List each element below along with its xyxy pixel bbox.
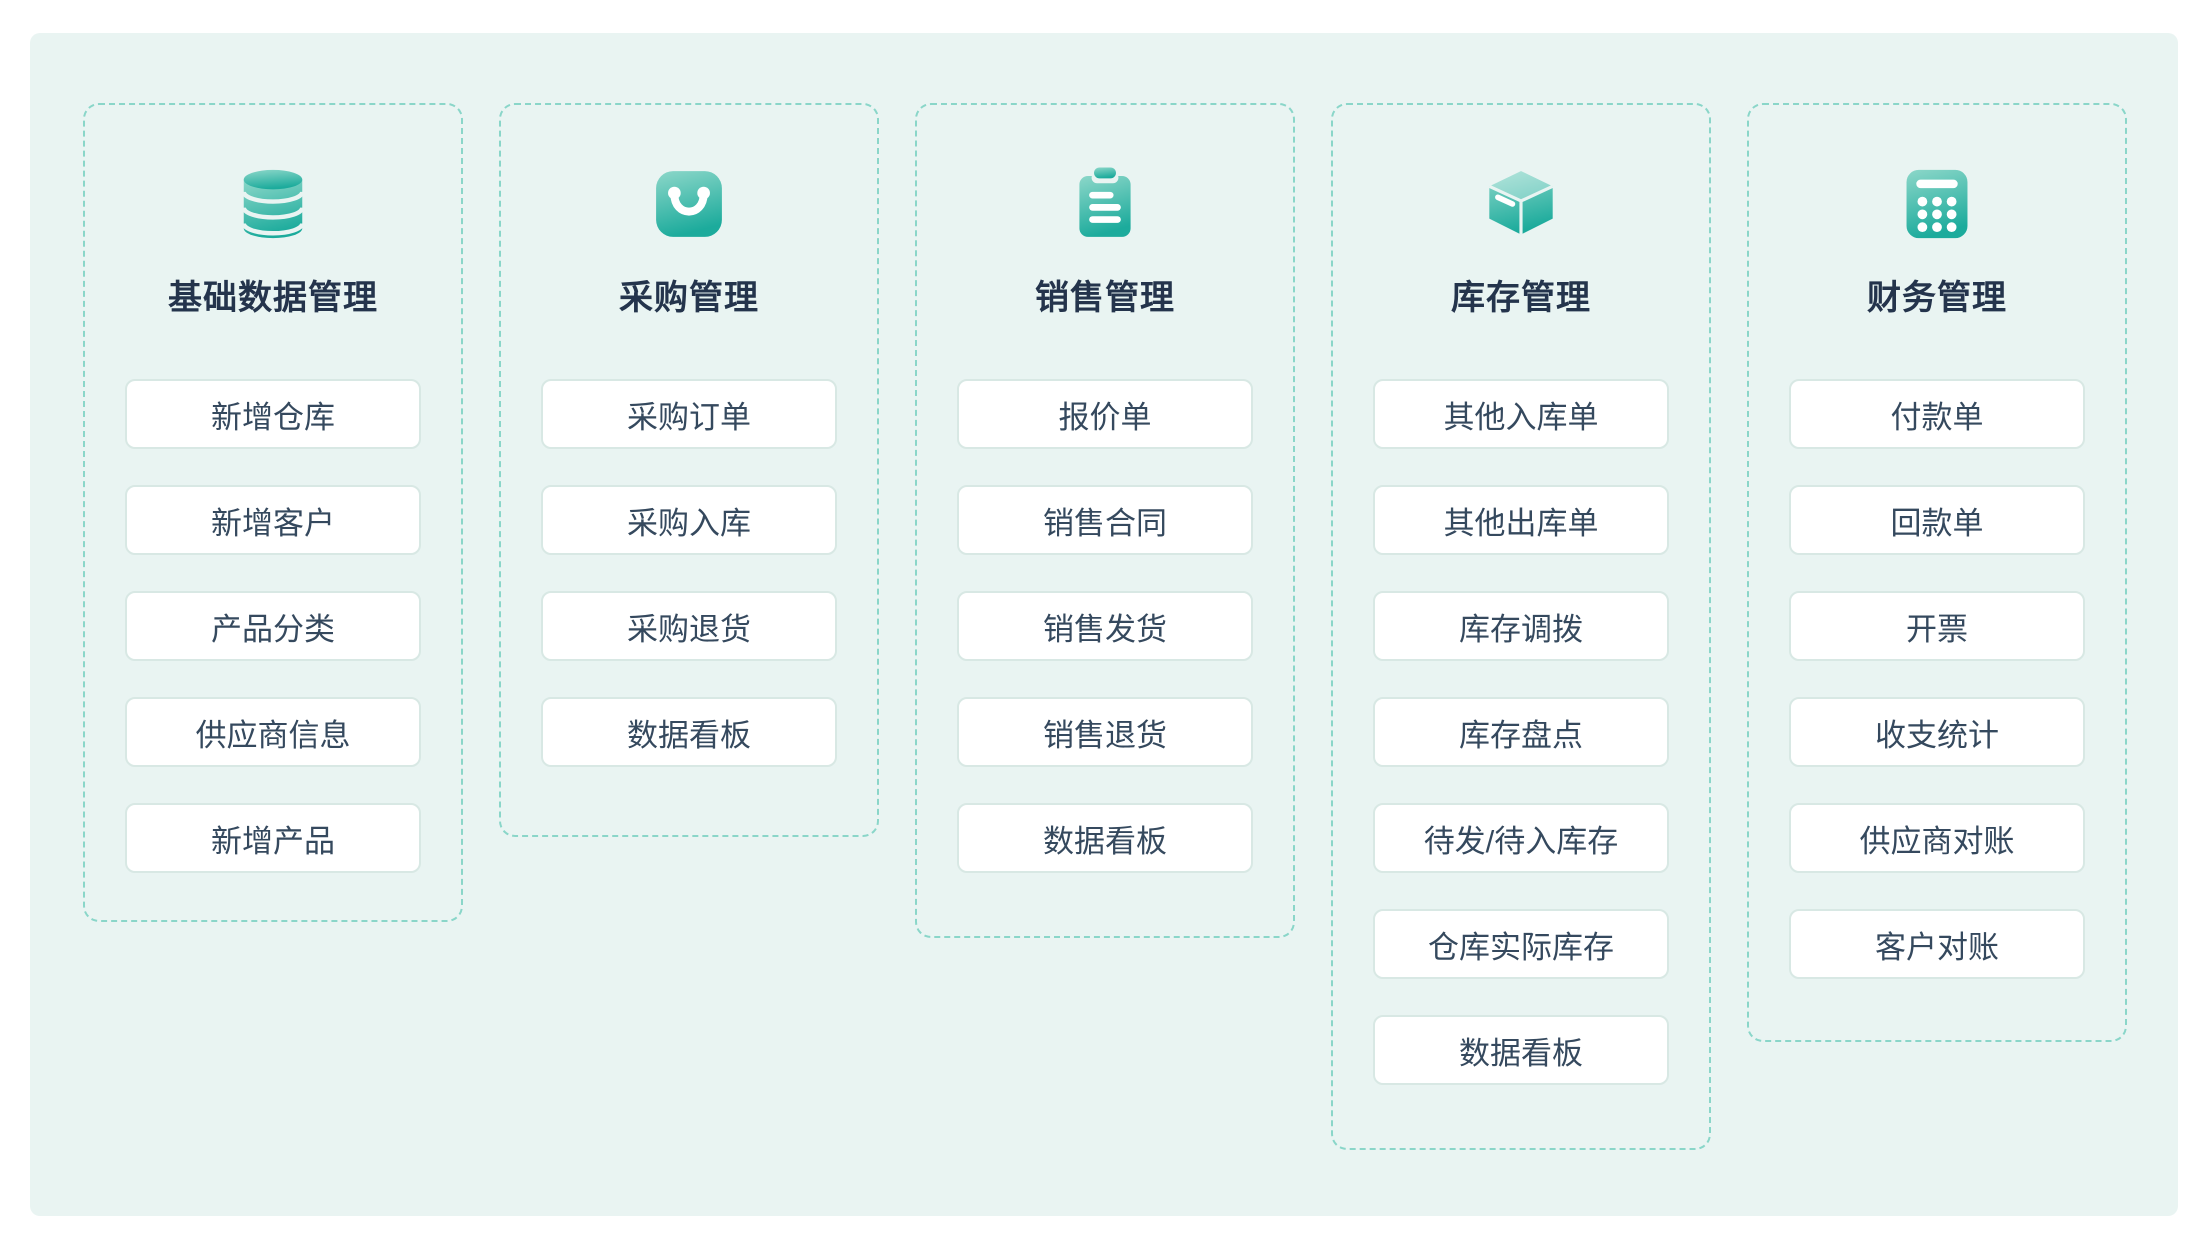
section-title: 销售管理 [1035,279,1175,317]
menu-item-button[interactable]: 采购退货 [541,591,837,661]
button-list: 其他入库单 其他出库单 库存调拨 库存盘点 待发/待入库存 仓库实际库存 数据看… [1373,379,1669,1085]
menu-item-button[interactable]: 回款单 [1789,485,2085,555]
button-list: 报价单 销售合同 销售发货 销售退货 数据看板 [957,379,1253,873]
menu-item-button[interactable]: 新增产品 [125,803,421,873]
menu-item-button[interactable]: 数据看板 [541,697,837,767]
menu-item-button[interactable]: 采购入库 [541,485,837,555]
menu-item-button[interactable]: 库存调拨 [1373,591,1669,661]
menu-item-button[interactable]: 数据看板 [957,803,1253,873]
menu-item-button[interactable]: 销售退货 [957,697,1253,767]
button-list: 采购订单 采购入库 采购退货 数据看板 [541,379,837,767]
section-title: 库存管理 [1451,279,1591,317]
menu-item-button[interactable]: 其他入库单 [1373,379,1669,449]
menu-item-button[interactable]: 库存盘点 [1373,697,1669,767]
section-sales: 销售管理 报价单 销售合同 销售发货 销售退货 数据看板 [915,103,1295,938]
menu-item-button[interactable]: 新增仓库 [125,379,421,449]
clipboard-icon [1066,165,1144,243]
menu-item-button[interactable]: 其他出库单 [1373,485,1669,555]
section-title: 财务管理 [1867,279,2007,317]
section-title: 采购管理 [619,279,759,317]
section-title: 基础数据管理 [168,279,378,317]
menu-item-button[interactable]: 仓库实际库存 [1373,909,1669,979]
menu-item-button[interactable]: 数据看板 [1373,1015,1669,1085]
menu-item-button[interactable]: 销售发货 [957,591,1253,661]
menu-item-button[interactable]: 开票 [1789,591,2085,661]
menu-item-button[interactable]: 收支统计 [1789,697,2085,767]
menu-item-button[interactable]: 新增客户 [125,485,421,555]
menu-item-button[interactable]: 采购订单 [541,379,837,449]
calculator-icon [1898,165,1976,243]
shopping-bag-icon [650,165,728,243]
button-list: 付款单 回款单 开票 收支统计 供应商对账 客户对账 [1789,379,2085,979]
menu-item-button[interactable]: 付款单 [1789,379,2085,449]
section-finance: 财务管理 付款单 回款单 开票 收支统计 供应商对账 客户对账 [1747,103,2127,1042]
menu-item-button[interactable]: 产品分类 [125,591,421,661]
menu-item-button[interactable]: 销售合同 [957,485,1253,555]
database-icon [234,165,312,243]
cube-icon [1482,165,1560,243]
section-inventory: 库存管理 其他入库单 其他出库单 库存调拨 库存盘点 待发/待入库存 仓库实际库… [1331,103,1711,1150]
button-list: 新增仓库 新增客户 产品分类 供应商信息 新增产品 [125,379,421,873]
menu-item-button[interactable]: 客户对账 [1789,909,2085,979]
menu-item-button[interactable]: 供应商对账 [1789,803,2085,873]
section-basic-data: 基础数据管理 新增仓库 新增客户 产品分类 供应商信息 新增产品 [83,103,463,922]
menu-item-button[interactable]: 报价单 [957,379,1253,449]
modules-panel: 基础数据管理 新增仓库 新增客户 产品分类 供应商信息 新增产品 采购管理 采购… [30,33,2178,1216]
section-purchase: 采购管理 采购订单 采购入库 采购退货 数据看板 [499,103,879,837]
menu-item-button[interactable]: 待发/待入库存 [1373,803,1669,873]
menu-item-button[interactable]: 供应商信息 [125,697,421,767]
